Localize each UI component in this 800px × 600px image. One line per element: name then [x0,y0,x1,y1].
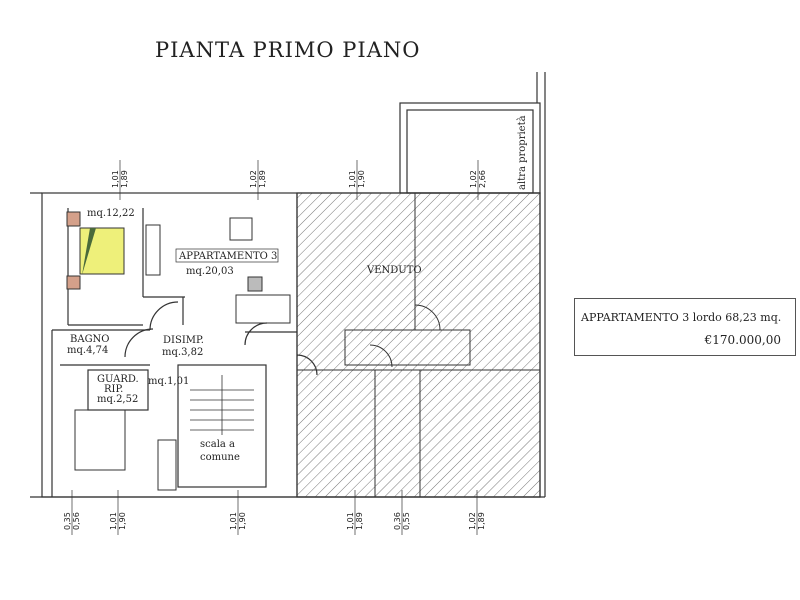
stairs [190,375,254,435]
dimension-value: 1,89 [120,170,129,188]
dimension-value: 1,90 [238,512,247,530]
room-labels: mq.12,22 APPARTAMENTO 3 mq.20,03 BAGNO m… [67,115,528,463]
dimension-value: 1,01 [229,512,238,530]
dimension-value: 1,90 [118,512,127,530]
dimension-value: 0,55 [402,512,411,530]
bath-name: BAGNO [70,334,110,345]
sold-area-walls [297,193,540,497]
plan-title: PIANTA PRIMO PIANO [155,38,421,62]
sold-label: VENDUTO [366,265,422,276]
dimension-value: 1,89 [355,512,364,530]
bath-area: mq.4,74 [67,345,108,356]
stair-label-2: comune [200,452,240,463]
furniture [66,211,291,491]
dimension-value: 1,02 [469,170,478,188]
dimension-value: 1,01 [111,170,120,188]
dimension-value: 1,01 [109,512,118,530]
dimension-value: 1,89 [258,170,267,188]
dimension-value: 1,89 [477,512,486,530]
dimension-value: 1,01 [348,170,357,188]
living-area: mq.20,03 [186,266,234,277]
dimension-value: 1,02 [249,170,258,188]
closet-name: GUARD. [97,374,139,385]
closet-area: mq.2,52 [97,394,138,405]
apartment-name: APPARTAMENTO 3 [178,251,277,262]
apartment-gross-area: APPARTAMENTO 3 lordo 68,23 mq. [581,311,782,324]
dimension-value: 1,02 [468,512,477,530]
bedroom-area: mq.12,22 [87,208,135,219]
price: €170.000,00 [704,333,781,347]
neighbor-label: altra proprietà [517,115,528,190]
dimension-value: 0,35 [63,512,72,530]
dimension-value: 0,56 [72,512,81,530]
dimension-value: 1,01 [346,512,355,530]
hall-area: mq.3,82 [162,347,203,358]
dimension-value: 2,66 [478,170,487,188]
closet-sub: RIP. [104,384,123,395]
stair-label-1: scala a [200,439,235,450]
price-info-box: APPARTAMENTO 3 lordo 68,23 mq. €170.000,… [574,298,796,356]
hall-name: DISIMP. [163,335,204,346]
dimension-value: 1,90 [357,170,366,188]
dimension-value: 0,36 [393,512,402,530]
sold-area [296,192,541,498]
small-area: mq.1,01 [148,376,189,387]
